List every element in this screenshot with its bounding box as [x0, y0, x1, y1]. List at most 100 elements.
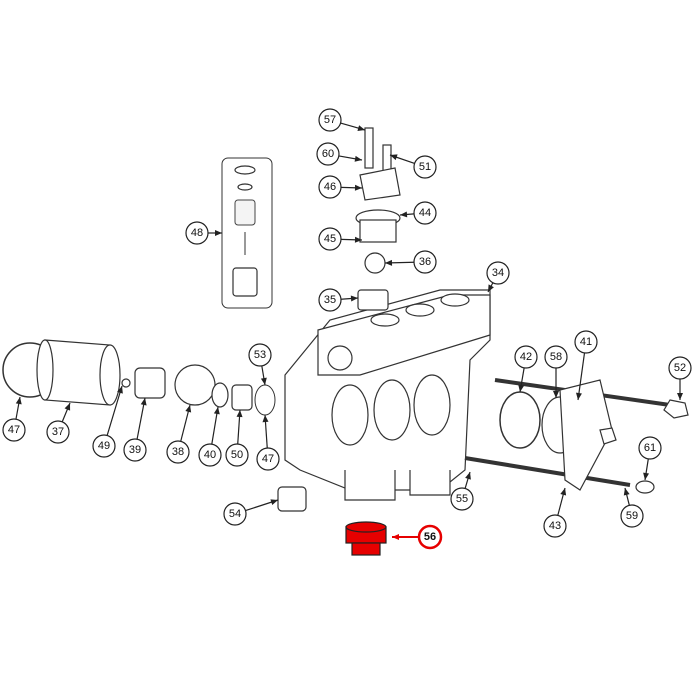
arrowhead-icon: [354, 155, 362, 162]
callout-label: 48: [191, 227, 203, 239]
callout-circle: [92, 434, 116, 458]
callout-label: 61: [644, 442, 656, 454]
callout-47: 47: [256, 414, 280, 471]
callout-46: 46: [318, 175, 363, 199]
callout-48: 48: [185, 221, 222, 245]
callout-circle: [668, 356, 692, 380]
callout-circle: [574, 330, 598, 354]
arrowhead-icon: [560, 488, 567, 496]
callout-41: 41: [574, 330, 598, 401]
callout-label: 38: [172, 446, 184, 458]
callout-51: 51: [389, 154, 437, 179]
callout-label: 50: [231, 449, 243, 461]
callout-circle: [46, 420, 70, 444]
callout-circle: [417, 524, 443, 550]
arrowhead-icon: [385, 259, 393, 266]
callout-40: 40: [198, 406, 222, 467]
arrowhead-icon: [488, 284, 494, 292]
callout-label: 44: [419, 207, 431, 219]
callout-52: 52: [668, 356, 692, 400]
callout-label: 58: [550, 351, 562, 363]
callout-50: 50: [225, 409, 249, 467]
callout-55: 55: [450, 471, 474, 511]
callout-label: 45: [324, 233, 336, 245]
callout-label: 59: [626, 510, 638, 522]
highlighted-part-56: [345, 521, 387, 556]
callout-circle: [223, 502, 247, 526]
callout-label: 54: [229, 508, 241, 520]
callout-circle: [318, 175, 342, 199]
callout-circle: [413, 201, 437, 225]
callout-circle: [316, 142, 340, 166]
arrowhead-icon: [215, 230, 222, 236]
callouts: 57 60 51 46 44 48 45 36 34 35 53 42 58 41 52 47 37 49 39 38…: [2, 108, 692, 550]
callout-circle: [318, 227, 342, 251]
arrowhead-icon: [354, 184, 362, 191]
arrowhead-icon: [575, 392, 582, 400]
callout-57: 57: [318, 108, 366, 132]
callout-label: 46: [324, 181, 336, 193]
callout-circle: [256, 447, 280, 471]
callout-circle: [450, 487, 474, 511]
arrowhead-icon: [350, 295, 358, 302]
leader-line: [577, 352, 586, 401]
callout-label: 40: [204, 449, 216, 461]
arrowhead-icon: [623, 488, 630, 496]
callout-label: 60: [322, 148, 334, 160]
callout-label: 49: [98, 440, 110, 452]
arrowhead-icon: [390, 154, 398, 161]
callout-label: 53: [254, 349, 266, 361]
callout-circle: [620, 504, 644, 528]
arrowhead-icon: [518, 384, 525, 392]
arrowhead-icon: [15, 397, 22, 405]
callout-label: 47: [8, 424, 20, 436]
callout-34: 34: [486, 261, 510, 293]
callout-label: 34: [492, 267, 504, 279]
callout-circle: [225, 443, 249, 467]
callout-36: 36: [384, 250, 437, 274]
leader-line: [106, 385, 123, 436]
callout-label: 36: [419, 256, 431, 268]
manifold-body: [284, 289, 491, 501]
callout-circle: [2, 418, 26, 442]
callout-54: 54: [223, 499, 279, 526]
callout-circle: [166, 440, 190, 464]
callout-circle: [638, 436, 662, 460]
callout-label: 55: [456, 493, 468, 505]
callout-circle: [413, 250, 437, 274]
arrowhead-icon: [357, 125, 365, 131]
arrowhead-icon: [185, 405, 192, 413]
callout-circle: [543, 514, 567, 538]
callout-47: 47: [2, 396, 26, 442]
arrowhead-icon: [270, 499, 278, 506]
callout-label: 51: [419, 161, 431, 173]
callout-42: 42: [514, 345, 538, 393]
callout-35: 35: [318, 288, 359, 312]
arrowhead-icon: [260, 377, 267, 385]
callout-label: 39: [129, 444, 141, 456]
callout-53: 53: [248, 343, 272, 386]
callout-44: 44: [399, 201, 437, 225]
callout-circle: [318, 288, 342, 312]
arrowhead-icon: [236, 410, 243, 418]
callout-circle: [248, 343, 272, 367]
callout-43: 43: [543, 487, 567, 538]
callout-label: 56: [424, 531, 436, 543]
parts-drawing: [2, 127, 689, 556]
arrowhead-icon: [262, 415, 269, 423]
callout-circle: [544, 345, 568, 369]
callout-label: 52: [674, 362, 686, 374]
callout-37: 37: [46, 402, 71, 444]
callout-61: 61: [638, 436, 662, 481]
arrowhead-icon: [140, 398, 147, 406]
callout-label: 57: [324, 114, 336, 126]
callout-59: 59: [620, 487, 644, 528]
callout-label: 41: [580, 336, 592, 348]
callout-circle: [486, 261, 510, 285]
callout-circle: [514, 345, 538, 369]
callout-label: 37: [52, 426, 64, 438]
arrowhead-icon: [213, 407, 220, 415]
arrowhead-icon: [117, 386, 123, 394]
